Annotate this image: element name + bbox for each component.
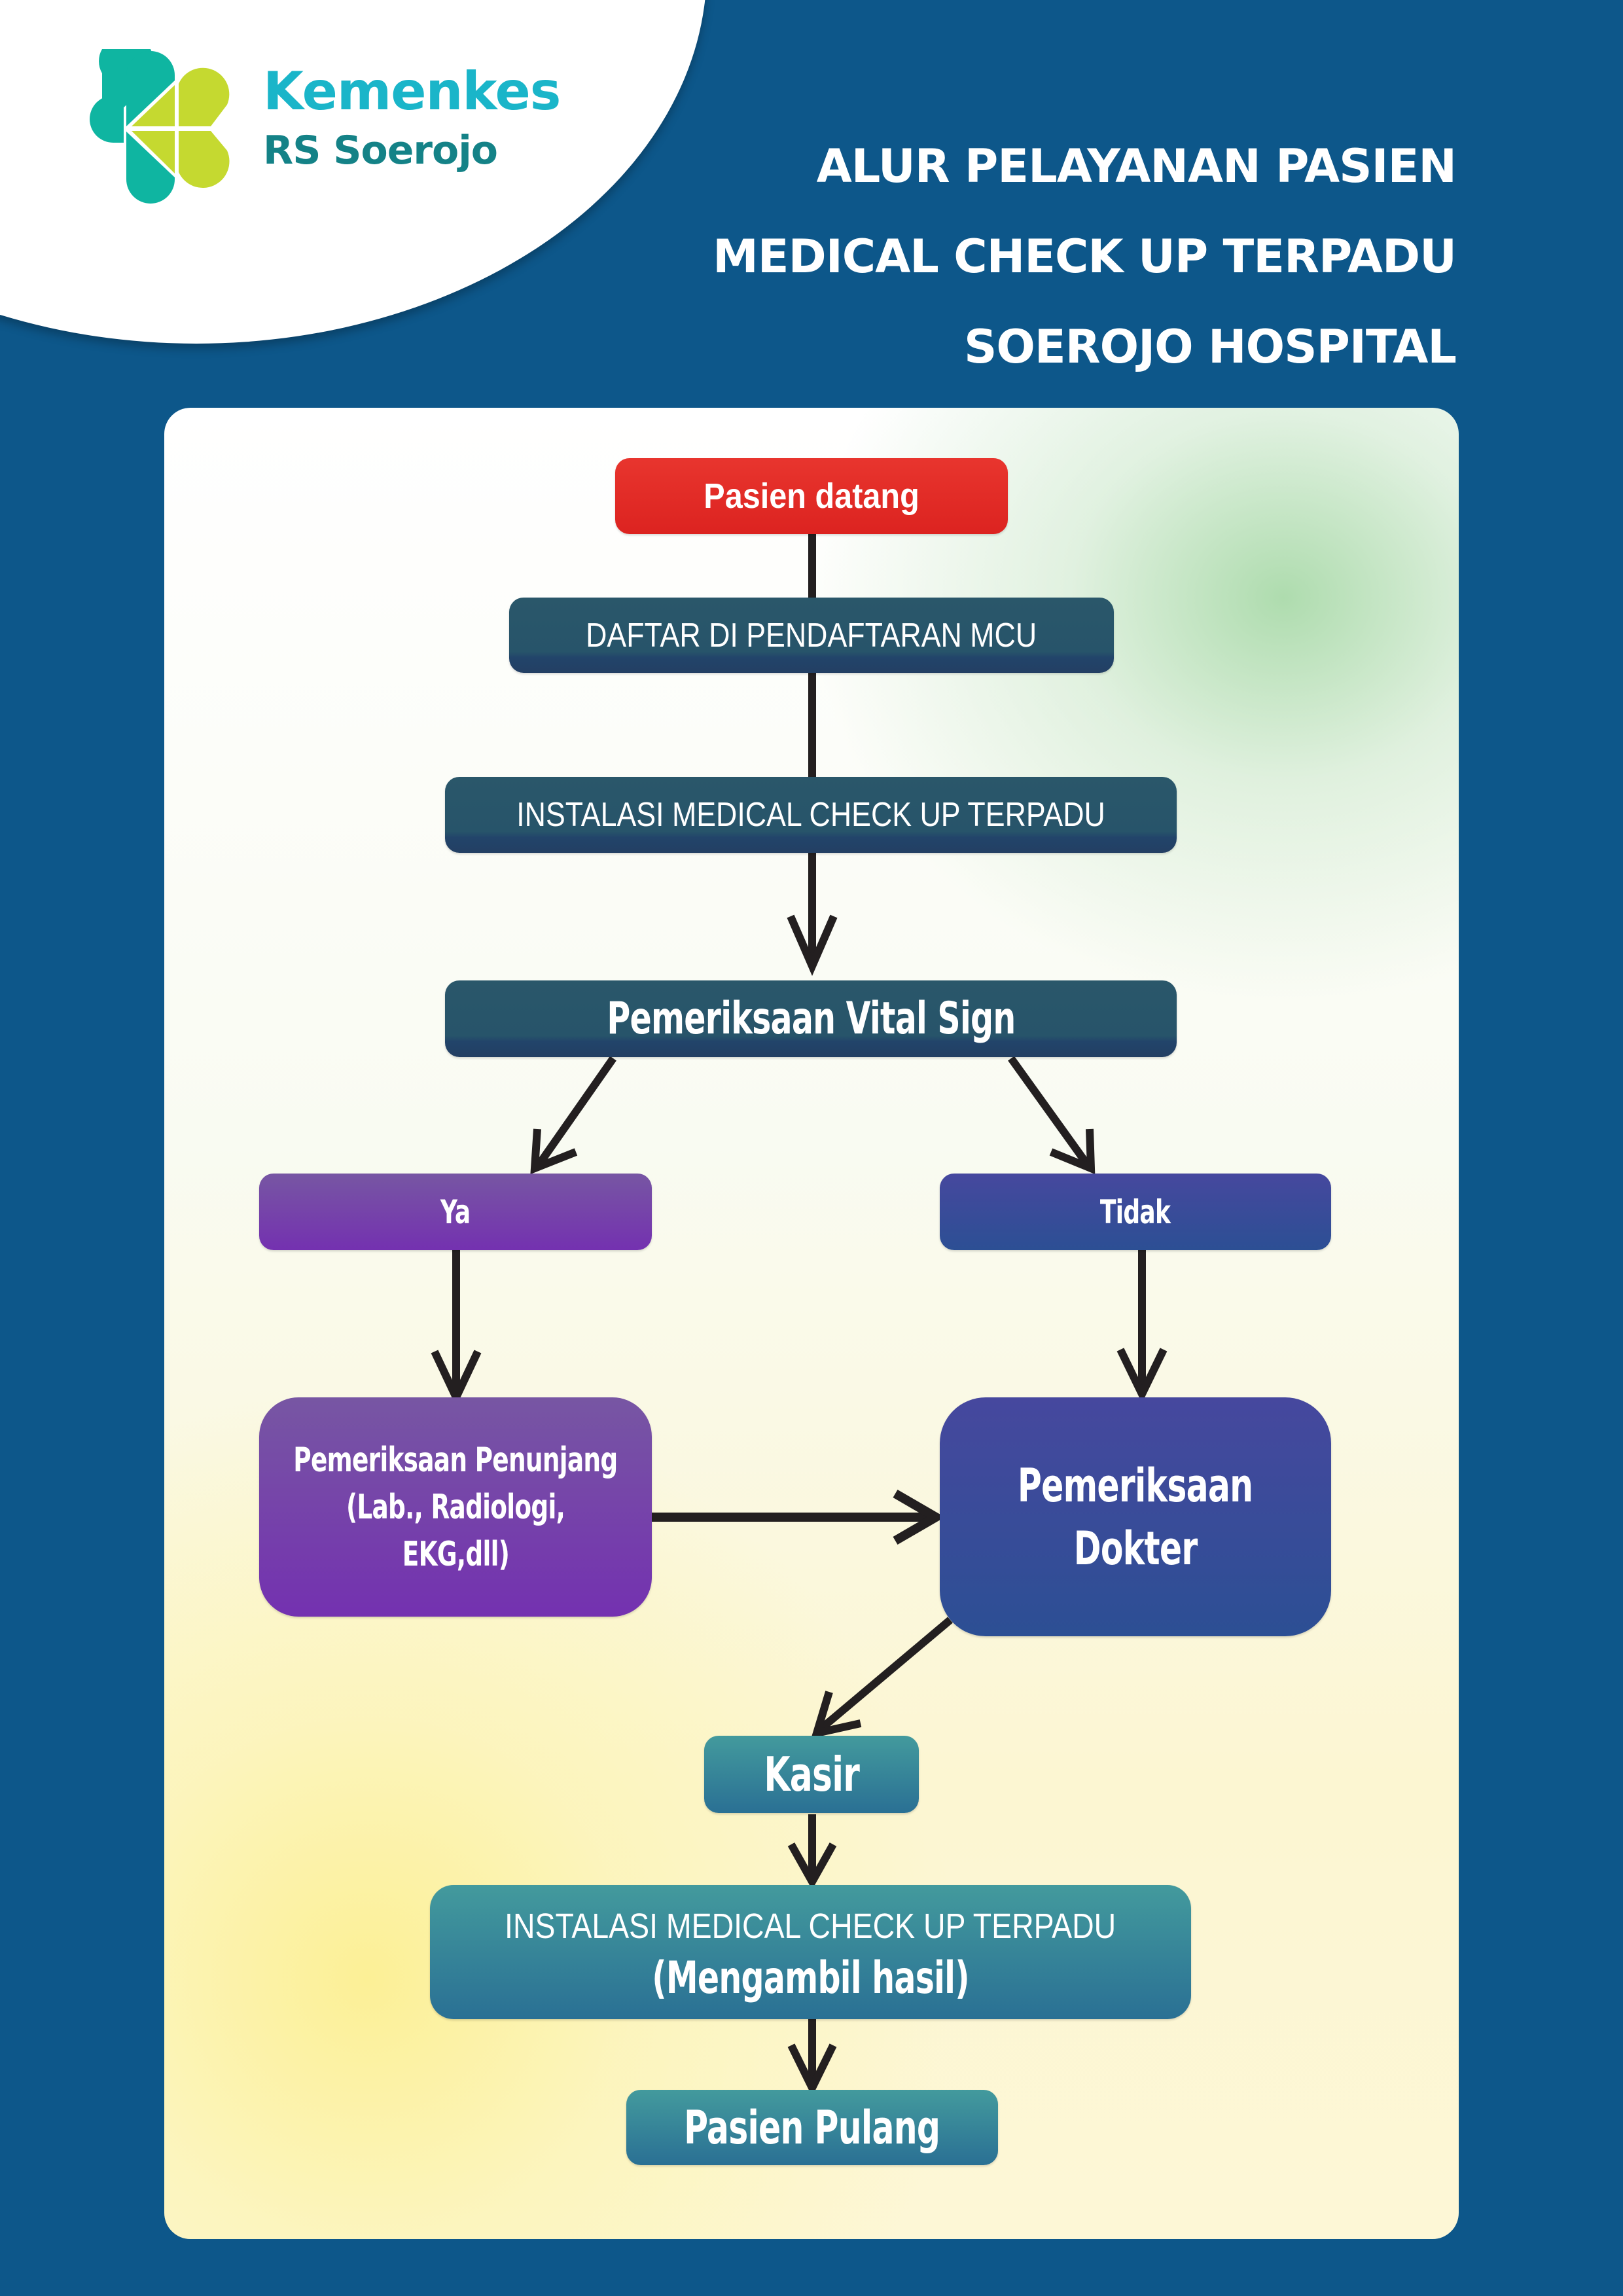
brand-name: Kemenkes (263, 61, 561, 122)
node-end: Pasien Pulang (626, 2090, 998, 2165)
node-doctor-exam: Pemeriksaan Dokter (940, 1397, 1331, 1636)
node-yes-label: Ya (440, 1193, 471, 1231)
title-line-1: ALUR PELAYANAN PASIEN (816, 139, 1457, 193)
node-registration: DAFTAR DI PENDAFTARAN MCU (509, 598, 1114, 673)
node-no-label: Tidak (1100, 1193, 1171, 1231)
node-registration-label: DAFTAR DI PENDAFTARAN MCU (586, 616, 1037, 655)
node-no: Tidak (940, 1174, 1331, 1250)
kemenkes-logo-icon (90, 49, 230, 204)
page-title: ALUR PELAYANAN PASIEN MEDICAL CHECK UP T… (713, 121, 1457, 392)
node-cashier-label: Kasir (764, 1747, 859, 1802)
node-support-exam-line-2: (Lab., Radiologi, (346, 1487, 565, 1527)
node-doctor-exam-line-2: Dokter (1073, 1521, 1198, 1575)
node-support-exam-line-3: EKG,dll) (402, 1534, 509, 1574)
brand-subtitle: RS Soerojo (263, 128, 498, 173)
title-line-2: MEDICAL CHECK UP TERPADU (713, 230, 1457, 283)
node-start-label: Pasien datang (704, 476, 919, 516)
node-mcu-installation: INSTALASI MEDICAL CHECK UP TERPADU (445, 777, 1177, 853)
node-results-line-2: (Mengambil hasil) (652, 1952, 969, 2004)
node-results-line-1: INSTALASI MEDICAL CHECK UP TERPADU (505, 1906, 1116, 1946)
node-results: INSTALASI MEDICAL CHECK UP TERPADU (Meng… (430, 1885, 1191, 2019)
node-doctor-exam-line-1: Pemeriksaan (1018, 1458, 1253, 1513)
node-yes: Ya (259, 1174, 652, 1250)
node-start: Pasien datang (615, 458, 1008, 534)
node-vital-sign-label: Pemeriksaan Vital Sign (606, 993, 1016, 1045)
node-cashier: Kasir (704, 1736, 919, 1813)
title-line-3: SOEROJO HOSPITAL (963, 320, 1457, 374)
node-mcu-installation-label: INSTALASI MEDICAL CHECK UP TERPADU (516, 796, 1105, 834)
node-support-exam-line-1: Pemeriksaan Penunjang (293, 1440, 618, 1480)
node-support-exam: Pemeriksaan Penunjang (Lab., Radiologi, … (259, 1397, 652, 1617)
node-vital-sign: Pemeriksaan Vital Sign (445, 980, 1177, 1057)
node-end-label: Pasien Pulang (684, 2100, 940, 2155)
